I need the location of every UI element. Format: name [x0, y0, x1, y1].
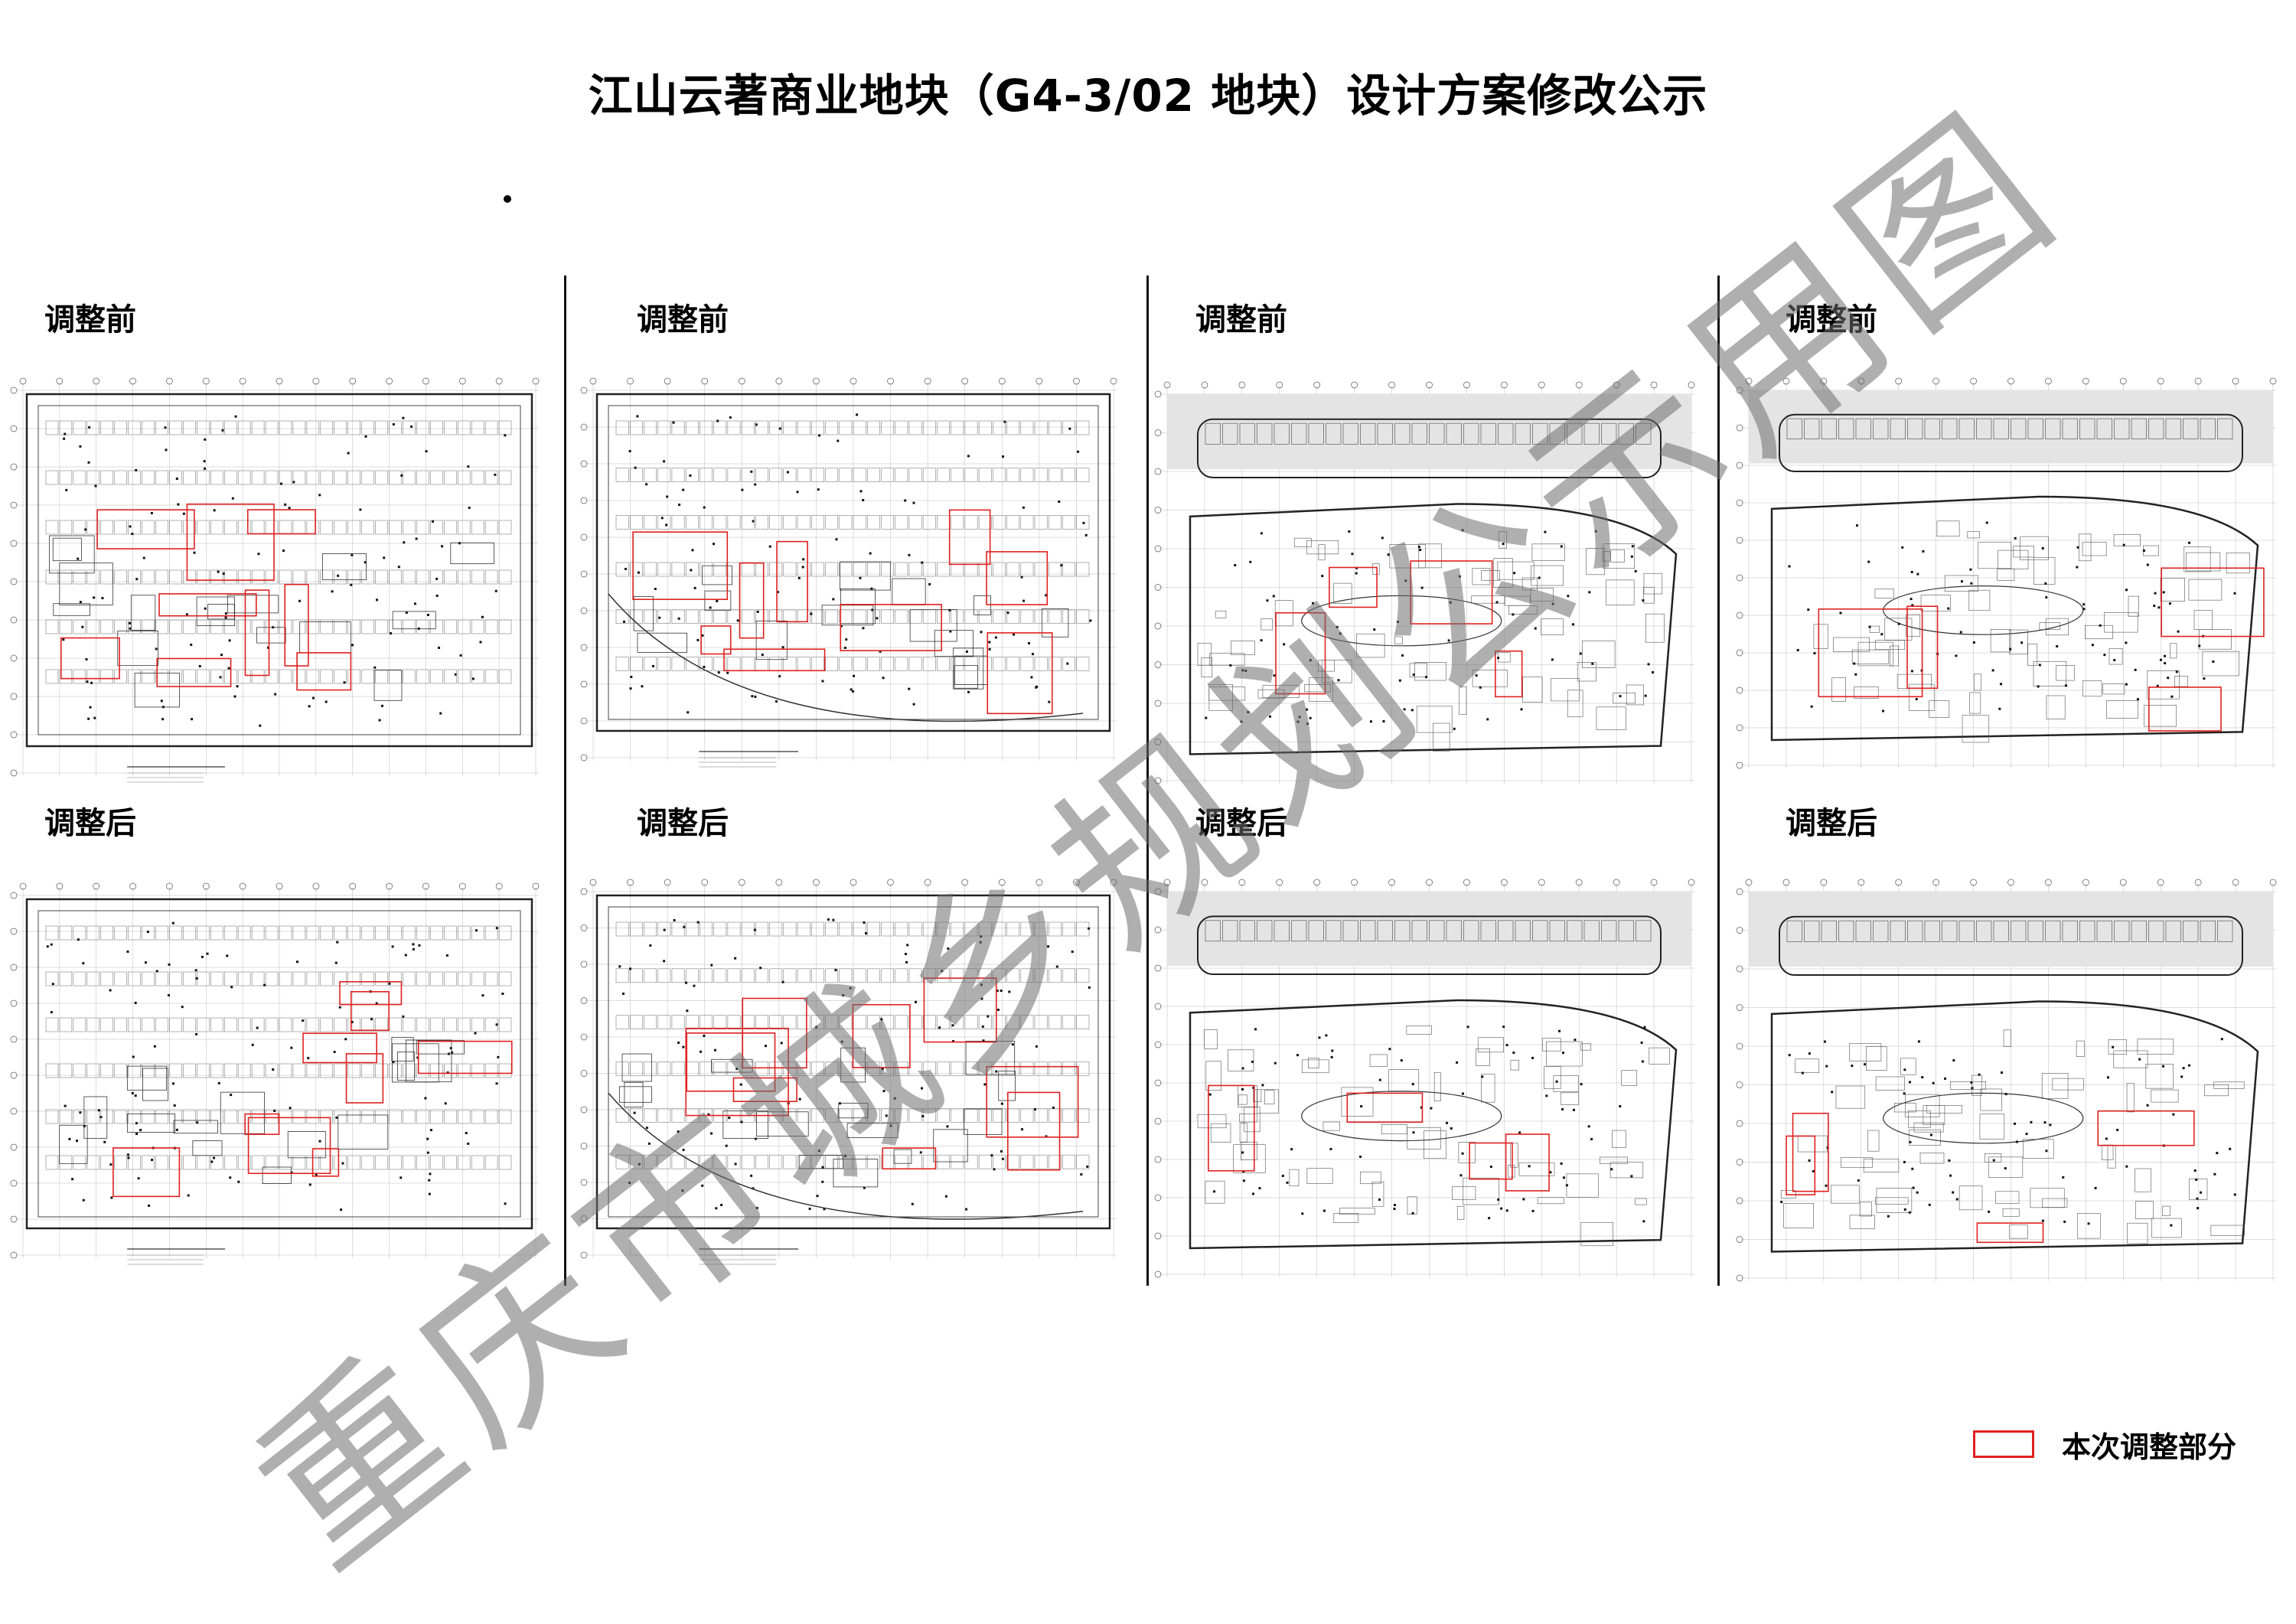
label-before-4: 调整前 [1786, 302, 1877, 338]
floor-plan-before-3 [1152, 379, 1707, 796]
bullet-dot [504, 195, 511, 203]
floor-plan-after-4 [1733, 876, 2288, 1293]
floor-plan-after-2 [578, 876, 1129, 1270]
legend: 本次调整部分 [1973, 1425, 2237, 1464]
legend-label: 本次调整部分 [2062, 1430, 2237, 1464]
label-before-2: 调整前 [637, 302, 729, 338]
floor-plan-before-1 [8, 375, 551, 788]
floor-plan-after-3 [1152, 876, 1707, 1290]
floor-plan-before-4 [1733, 375, 2288, 781]
column-divider-2 [1146, 276, 1149, 1286]
floor-plan-before-2 [578, 375, 1129, 773]
label-before-1: 调整前 [44, 302, 136, 338]
column-divider-3 [1717, 276, 1720, 1286]
label-after-1: 调整后 [44, 806, 136, 841]
label-after-3: 调整后 [1195, 806, 1287, 841]
label-after-2: 调整后 [637, 806, 729, 841]
floor-plan-after-1 [8, 880, 551, 1270]
page-title: 江山云著商业地块（G4-3/02 地块）设计方案修改公示 [588, 70, 1708, 122]
label-before-3: 调整前 [1195, 302, 1287, 338]
label-after-4: 调整后 [1786, 806, 1877, 841]
column-divider-1 [564, 276, 566, 1286]
legend-red-box [1973, 1430, 2034, 1458]
